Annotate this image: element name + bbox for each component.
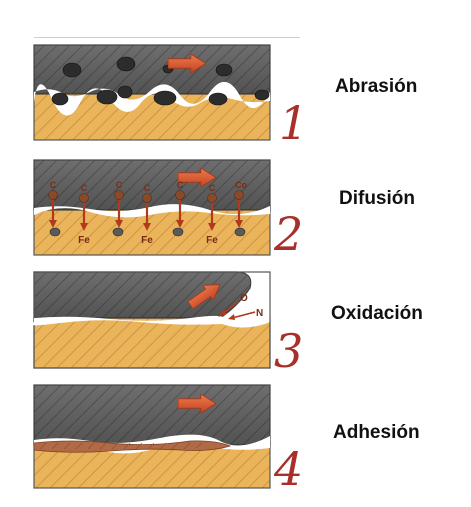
panel-number-3: 3	[274, 324, 304, 378]
atom-label-c5: C	[177, 180, 184, 190]
iron-labels: Fe Fe Fe	[78, 235, 218, 246]
abrasive-particles	[51, 56, 270, 106]
panel-oxidation: O N	[30, 271, 271, 369]
iron-atoms	[49, 227, 246, 237]
gas-arrows	[218, 301, 256, 320]
label-oxidation: Oxidación	[331, 303, 423, 324]
adhesion-layer	[33, 440, 232, 453]
oxygen-label: O	[240, 293, 248, 304]
atom-label-c6: C	[209, 183, 216, 193]
atom-label-c4: C	[144, 183, 151, 193]
adhesion-texture	[39, 442, 203, 450]
contact-gap	[34, 434, 270, 454]
atom-label-fe1: Fe	[78, 235, 90, 246]
panel-adhesion	[33, 384, 271, 489]
contact-gap	[30, 315, 224, 326]
label-abrasion: Abrasión	[335, 76, 418, 97]
tool-atoms	[48, 190, 244, 203]
panel-number-4: 4	[274, 442, 304, 496]
contact-gap	[34, 204, 270, 218]
atom-label-fe3: Fe	[206, 235, 218, 246]
atom-label-c1: C	[50, 180, 57, 190]
label-adhesion: Adhesión	[333, 422, 420, 443]
panel-diffusion: C C C C C C Co	[33, 159, 271, 256]
panel-abrasion	[33, 44, 271, 141]
diffusion-arrows-down	[49, 200, 243, 231]
atom-label-c3: C	[116, 180, 123, 190]
tool-atom-labels: C C C C C C Co	[50, 180, 248, 193]
atom-label-co: Co	[235, 180, 247, 190]
top-divider	[34, 37, 300, 38]
nitrogen-label: N	[256, 308, 263, 319]
panel-number-1: 1	[279, 96, 309, 150]
contact-gap	[34, 81, 270, 116]
atom-label-c2: C	[81, 183, 88, 193]
label-diffusion: Difusión	[339, 188, 415, 209]
panel-number-2: 2	[274, 207, 304, 261]
atom-label-fe2: Fe	[141, 235, 153, 246]
